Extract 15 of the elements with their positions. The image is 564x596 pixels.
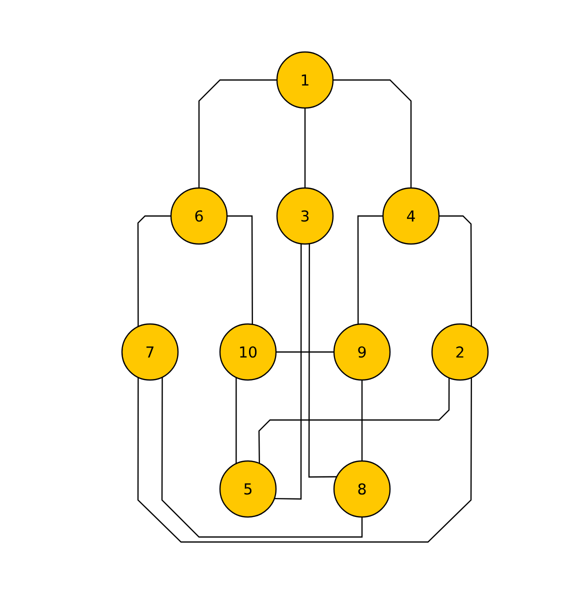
connector-line [439,215,472,326]
connector-line [137,377,472,543]
connector-line [161,377,363,538]
connector-line [198,79,277,188]
connector-line [137,215,171,327]
connector-line [274,244,302,500]
connector-line [258,378,450,464]
connector-line [333,79,412,188]
connector-line [361,380,363,461]
connector-line [276,351,334,353]
connector-line [308,244,337,478]
connector-line [304,108,306,188]
connector-line [236,377,237,464]
connector-line [227,215,253,324]
connector-line [357,215,383,324]
